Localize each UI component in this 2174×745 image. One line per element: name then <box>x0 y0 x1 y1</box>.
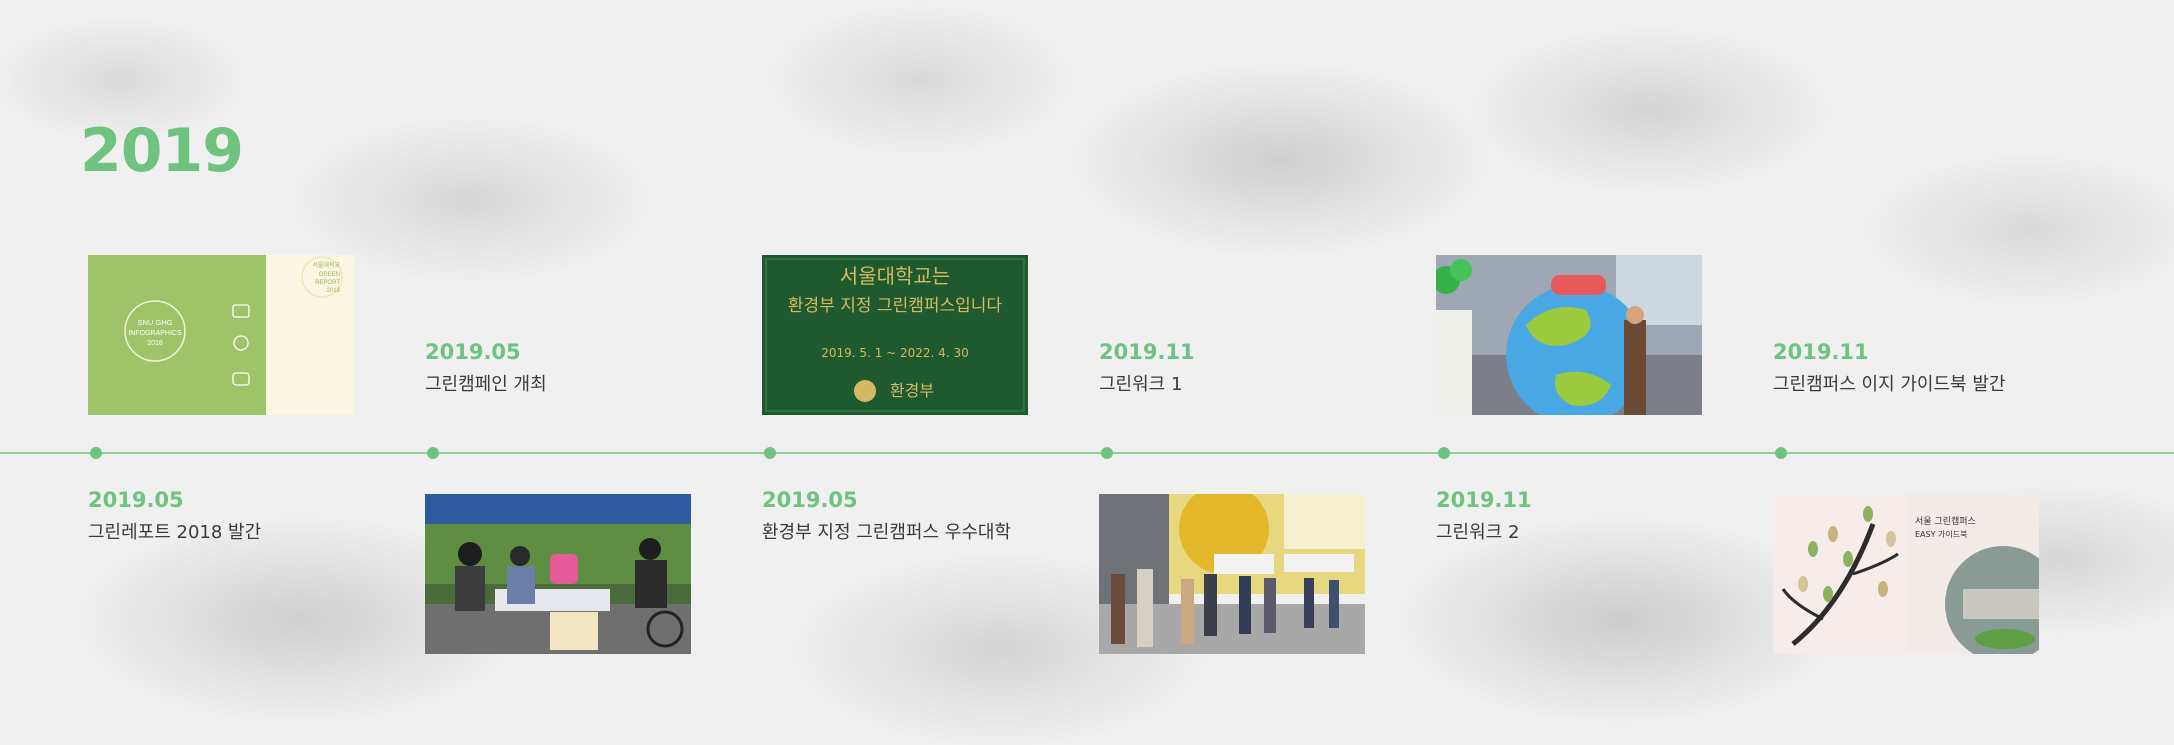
event-title: 그린캠퍼스 이지 가이드북 발간 <box>1773 374 2006 395</box>
inflatable-globe-image[interactable] <box>1436 255 1702 415</box>
plaque-dates: 2019. 5. 1 ~ 2022. 4. 30 <box>821 346 968 360</box>
event-title: 그린워크 1 <box>1099 374 1183 395</box>
event-title: 그린캠페인 개최 <box>425 374 547 395</box>
event-date: 2019.05 <box>88 488 184 512</box>
timeline-event-easy-guidebook: 2019.11 그린캠퍼스 이지 가이드북 발간 <box>1773 338 2073 398</box>
event-date: 2019.11 <box>1436 488 1532 512</box>
report-corner-line4: 2018 <box>327 288 341 294</box>
plaque-line2: 환경부 지정 그린캠퍼스입니다 <box>788 296 1002 316</box>
timeline-dot <box>1438 447 1450 459</box>
report-circle-line2: INFOGRAPHICS <box>128 330 182 337</box>
event-title: 그린레포트 2018 발간 <box>88 522 262 543</box>
timeline-dot <box>427 447 439 459</box>
report-corner-line2: GREEN <box>319 272 340 278</box>
timeline-event-green-campus-award: 2019.05 환경부 지정 그린캠퍼스 우수대학 <box>762 486 1062 546</box>
timeline-event-green-campaign: 2019.05 그린캠페인 개최 <box>425 338 725 398</box>
timeline-line <box>0 452 2174 454</box>
timeline-dot <box>1101 447 1113 459</box>
green-campus-plaque-image[interactable]: 서울대학교는 환경부 지정 그린캠퍼스입니다 2019. 5. 1 ~ 2022… <box>762 255 1028 415</box>
report-corner-line1: 서울대학교 <box>312 261 340 269</box>
year-heading: 2019 <box>80 116 244 186</box>
timeline-dot <box>1775 447 1787 459</box>
event-date: 2019.11 <box>1099 340 1195 364</box>
timeline-dot <box>764 447 776 459</box>
report-circle-line1: SNU GHG <box>137 318 172 327</box>
timeline-event-green-walk-2: 2019.11 그린워크 2 <box>1436 486 1736 546</box>
green-report-cover-image[interactable]: SNU GHG INFOGRAPHICS 2018 서울대학교 GREEN RE… <box>88 255 354 415</box>
timeline-event-green-walk-1: 2019.11 그린워크 1 <box>1099 338 1399 398</box>
green-campaign-booth-image[interactable] <box>425 494 691 654</box>
green-walk-queue-image[interactable] <box>1099 494 1365 654</box>
event-title: 환경부 지정 그린캠퍼스 우수대학 <box>762 522 1012 543</box>
timeline-dot <box>90 447 102 459</box>
event-title: 그린워크 2 <box>1436 522 1520 543</box>
guidebook-title-line2: EASY 가이드북 <box>1915 529 1967 539</box>
event-date: 2019.05 <box>425 340 521 364</box>
plaque-ministry: 환경부 <box>890 381 934 400</box>
guidebook-title-line1: 서울 그린캠퍼스 <box>1915 515 1976 527</box>
report-circle-line3: 2018 <box>147 340 163 347</box>
report-corner-line3: REPORT <box>315 280 340 286</box>
event-date: 2019.05 <box>762 488 858 512</box>
timeline-event-green-report: 2019.05 그린레포트 2018 발간 <box>88 486 388 546</box>
plaque-line1: 서울대학교는 <box>840 264 950 288</box>
event-date: 2019.11 <box>1773 340 1869 364</box>
easy-guidebook-cover-image[interactable]: 서울 그린캠퍼스 EASY 가이드북 <box>1773 494 2039 654</box>
